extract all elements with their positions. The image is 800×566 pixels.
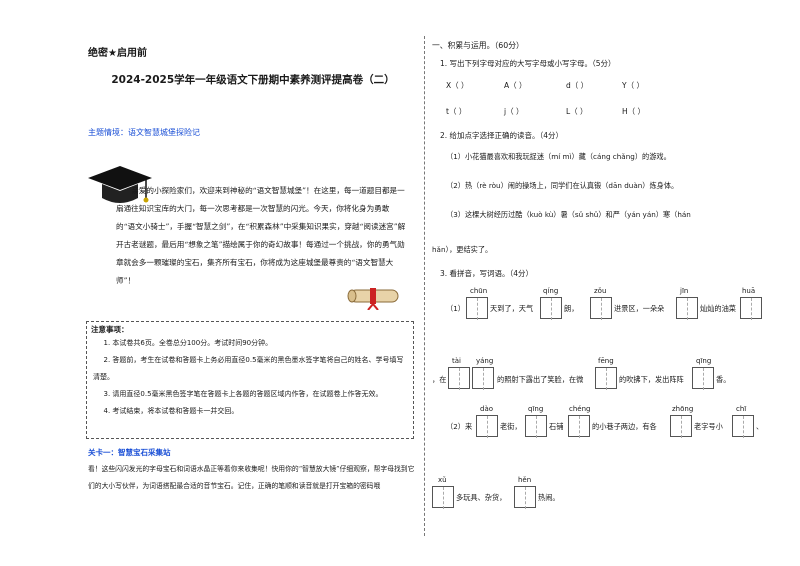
fill-text: 灿灿的油菜: [700, 304, 736, 313]
fill-text: 的照射下露出了笑脸，在微: [497, 375, 584, 384]
question-2-2: （2）热（rè ròu）闹的操场上，同学们在认真锻（dān duàn）炼身体。: [446, 181, 679, 190]
writing-box[interactable]: [740, 297, 762, 320]
notice-item: 2. 答题前，考生在试卷和答题卡上务必用直径0.5毫米的黑色墨水签字笔将自己的姓…: [93, 356, 404, 381]
question-2-3: （3）这棵大树经历过酷（kuò kù）暑（sǔ shǔ）和严（yán yán）寒…: [446, 210, 691, 219]
pinyin-label: zǒu: [594, 287, 607, 295]
fill-text: 的小巷子两边，有各: [592, 422, 657, 431]
notice-item: 4. 考试结束，将本试卷和答题卡一并交回。: [103, 407, 239, 415]
writing-box[interactable]: [525, 415, 547, 438]
fill-text: （1）: [446, 304, 465, 313]
writing-box[interactable]: [514, 486, 536, 509]
letter-item: X（ ）: [446, 81, 469, 90]
pinyin-label: tài: [452, 357, 461, 365]
fill-text: 多玩具、杂货，: [456, 493, 507, 502]
writing-box[interactable]: [732, 415, 754, 438]
writing-box[interactable]: [692, 367, 714, 390]
notice-heading: 注意事项：: [91, 325, 129, 334]
confidential-mark: 绝密★启用前: [88, 48, 147, 59]
writing-box[interactable]: [595, 367, 617, 390]
fill-text: 的吹拂下，发出阵阵: [619, 375, 684, 384]
fill-text: 石铺: [549, 422, 564, 431]
question-2-3-cont: hǎn），更结实了。: [432, 245, 493, 254]
writing-box[interactable]: [676, 297, 698, 320]
pinyin-label: dào: [480, 405, 494, 413]
notice-box: 注意事项： 1. 本试卷共6页。全卷总分100分。考试时间90分钟。 2. 答题…: [86, 321, 414, 439]
column-divider: [424, 36, 425, 536]
writing-box[interactable]: [590, 297, 612, 320]
fill-text: 老字号小: [694, 422, 723, 431]
pinyin-label: qīng: [528, 405, 544, 413]
fill-text: ，在: [432, 375, 447, 384]
pinyin-label: jīn: [680, 287, 689, 295]
level-description: 看！这些闪闪发光的字母宝石和词语水晶正等着你来收集呢！快用你的“智慧放大镜”仔细…: [88, 465, 415, 490]
letter-item: d（ ）: [566, 81, 589, 90]
writing-box[interactable]: [568, 415, 590, 438]
writing-box[interactable]: [432, 486, 454, 509]
letter-item: H（ ）: [622, 107, 646, 116]
letter-item: A（ ）: [504, 81, 527, 90]
page-title: 2024-2025学年一年级语文下册期中素养测评提高卷（二）: [111, 74, 395, 86]
pinyin-label: xǔ: [438, 476, 447, 484]
pinyin-label: chéng: [569, 405, 591, 413]
pinyin-label: chī: [736, 405, 747, 413]
level-title: 关卡一：智慧宝石采集站: [88, 448, 171, 457]
pinyin-label: zhōng: [672, 405, 694, 413]
letter-item: Y（ ）: [622, 81, 644, 90]
notice-item: 3. 请用直径0.5毫米黑色签字笔在答题卡上各题的答题区域内作答，在试题卷上作答…: [103, 390, 383, 398]
pinyin-label: chūn: [470, 287, 488, 295]
fill-text: 进景区，一朵朵: [614, 304, 665, 313]
pinyin-label: hěn: [518, 476, 532, 484]
question-2-1: （1）小花猫最喜欢和我玩捉迷（mí mì）藏（cáng chǎng）的游戏。: [446, 152, 671, 161]
pinyin-label: qíng: [543, 287, 559, 295]
letter-item: t（ ）: [446, 107, 467, 116]
graduation-cap-icon: [88, 166, 152, 203]
pinyin-label: yáng: [476, 357, 494, 365]
writing-box[interactable]: [466, 297, 488, 320]
letter-item: j（ ）: [504, 107, 524, 116]
pinyin-label: fēng: [598, 357, 614, 365]
pinyin-label: qīng: [696, 357, 712, 365]
fill-text: 天到了，天气: [490, 304, 534, 313]
fill-text: 、: [756, 422, 764, 431]
pinyin-label: huā: [742, 287, 756, 295]
writing-box[interactable]: [670, 415, 692, 438]
writing-box[interactable]: [472, 367, 494, 390]
diploma-scroll-icon: [347, 288, 399, 310]
fill-text: 朗，: [564, 304, 579, 313]
fill-text: 热闹。: [538, 493, 560, 502]
writing-box[interactable]: [448, 367, 470, 390]
question-1: 1. 写出下列字母对应的大写字母或小写字母。（5分）: [440, 59, 616, 68]
letter-item: L（ ）: [566, 107, 588, 116]
fill-text: （2）来: [446, 422, 473, 431]
fill-text: 香。: [716, 375, 731, 384]
question-3: 3. 看拼音，写词语。（4分）: [440, 269, 534, 278]
notice-item: 1. 本试卷共6页。全卷总分100分。考试时间90分钟。: [103, 339, 273, 347]
story-intro: 亲爱的小探险家们，欢迎来到神秘的“语文智慧城堡”！在这里，每一道题目都是一扇通往…: [116, 186, 406, 285]
writing-box[interactable]: [476, 415, 498, 438]
fill-text: 老街，: [500, 422, 522, 431]
theme-label: 主题情境：语文智慧城堡探险记: [88, 128, 200, 137]
writing-box[interactable]: [540, 297, 562, 320]
question-2: 2. 给加点字选择正确的读音。（4分）: [440, 131, 564, 140]
section-title: 一、积累与运用。（60分）: [432, 41, 524, 50]
